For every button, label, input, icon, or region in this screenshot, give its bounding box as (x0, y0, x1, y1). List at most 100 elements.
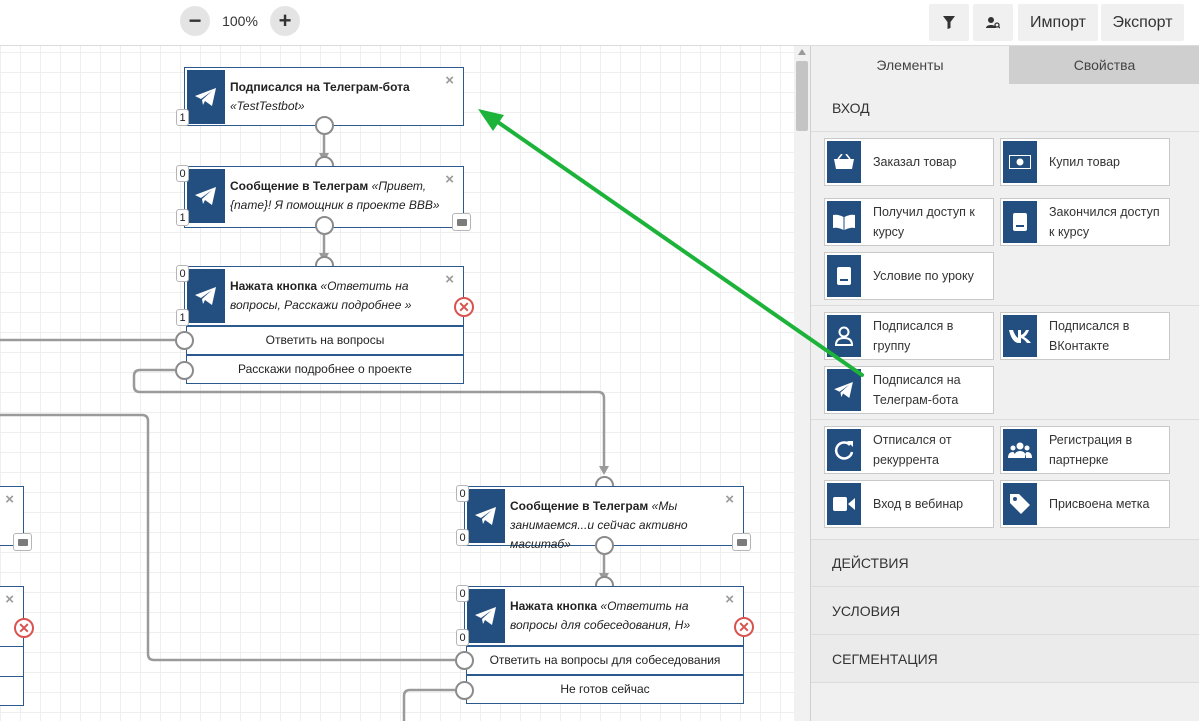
close-icon[interactable]: × (445, 72, 454, 89)
top-toolbar: − 100% + Импорт Экспорт (0, 0, 1199, 46)
telegram-icon (467, 589, 505, 643)
option-port[interactable] (455, 681, 474, 700)
users-icon (1003, 429, 1037, 471)
scroll-up-arrow[interactable] (798, 49, 806, 55)
message-icon[interactable] (452, 213, 471, 231)
telegram-icon (827, 369, 861, 411)
close-icon[interactable]: × (5, 491, 14, 508)
element-label: Присвоена метка (1049, 497, 1150, 511)
user-search-button[interactable] (973, 4, 1013, 41)
output-port[interactable] (595, 536, 614, 555)
option-port[interactable] (455, 651, 474, 670)
element-recurrent-unsubscribe[interactable]: Отписался от рекуррента (824, 426, 994, 474)
tab-elements[interactable]: Элементы (811, 46, 1009, 84)
section-conditions[interactable]: УСЛОВИЯ (811, 587, 1199, 635)
message-icon[interactable] (732, 533, 751, 551)
element-label: Отписался от рекуррента (873, 433, 952, 467)
element-label: Вход в вебинар (873, 497, 964, 511)
close-icon[interactable]: × (725, 591, 734, 608)
close-icon[interactable]: × (5, 591, 14, 608)
element-label: Подписался на Телеграм-бота (873, 373, 961, 407)
element-tag-assigned[interactable]: Присвоена метка (1000, 480, 1170, 528)
node-detail: «Ответить на вопросы, Расскажи подробнее… (230, 279, 412, 312)
flow-node-telegram-message[interactable]: Сообщение в Телеграм «Привет, {name}! Я … (184, 166, 464, 228)
element-course-access-ended[interactable]: Закончился доступ к курсу (1000, 198, 1170, 246)
option-port[interactable] (175, 331, 194, 350)
element-bought-product[interactable]: Купил товар (1000, 138, 1170, 186)
element-partner-registration[interactable]: Регистрация в партнерке (1000, 426, 1170, 474)
book-closed-icon (1003, 201, 1037, 243)
element-group-subscribe[interactable]: Подписался в группу (824, 312, 994, 360)
section-actions[interactable]: ДЕЙСТВИЯ (811, 539, 1199, 587)
flow-canvas[interactable]: Подписался на Телеграм-бота «TestTestbot»… (0, 46, 794, 721)
element-telegram-subscribe[interactable]: Подписался на Телеграм-бота (824, 366, 994, 414)
error-icon[interactable]: ✕ (14, 618, 34, 638)
filter-button[interactable] (929, 4, 969, 41)
element-lesson-condition[interactable]: Условие по уроку (824, 252, 994, 300)
close-icon[interactable]: × (725, 491, 734, 508)
node-input-count: 0 (456, 485, 469, 502)
node-input-count: 0 (176, 265, 189, 282)
connection-lines (0, 135, 609, 721)
minus-icon: − (188, 8, 202, 33)
telegram-icon (187, 169, 225, 223)
lesson-icon (827, 255, 861, 297)
scrollbar-thumb[interactable] (796, 61, 808, 131)
element-label: Заказал товар (873, 155, 957, 169)
zoom-in-button[interactable]: + (270, 6, 300, 36)
option-port[interactable] (175, 361, 194, 380)
element-label: Регистрация в партнерке (1049, 433, 1133, 467)
node-title: Нажата кнопка (230, 279, 318, 293)
node-input-count: 0 (456, 585, 469, 602)
element-course-access[interactable]: Получил доступ к курсу (824, 198, 994, 246)
close-icon[interactable]: × (445, 171, 454, 188)
flow-node-partial[interactable]: × (0, 486, 24, 546)
node-title: Подписался на Телеграм-бота (230, 80, 410, 94)
zoom-out-button[interactable]: − (180, 6, 210, 36)
element-webinar-entry[interactable]: Вход в вебинар (824, 480, 994, 528)
plus-icon: + (278, 8, 292, 33)
basket-icon (827, 141, 861, 183)
element-vk-subscribe[interactable]: Подписался в ВКонтакте (1000, 312, 1170, 360)
flow-node-button-pressed[interactable]: Нажата кнопка «Ответить на вопросы для с… (464, 586, 744, 646)
button-option[interactable]: Не готов сейчас (466, 675, 744, 704)
flow-node-button-pressed[interactable]: Нажата кнопка «Ответить на вопросы, Расс… (184, 266, 464, 326)
money-icon (1003, 141, 1037, 183)
filter-icon (943, 16, 955, 29)
node-output-count: 1 (176, 109, 189, 126)
canvas-scrollbar[interactable] (794, 46, 810, 721)
book-open-icon (827, 201, 861, 243)
node-output-count: 1 (176, 309, 189, 326)
user-icon (827, 315, 861, 357)
section-input[interactable]: ВХОД (811, 84, 1199, 132)
node-output-count: 1 (176, 209, 189, 226)
refresh-icon (827, 429, 861, 471)
tag-icon (1003, 483, 1037, 525)
element-label: Подписался в группу (873, 319, 954, 353)
node-detail: «TestTestbot» (230, 99, 305, 113)
message-icon[interactable] (13, 533, 32, 551)
tab-properties[interactable]: Свойства (1009, 46, 1199, 84)
import-button[interactable]: Импорт (1018, 4, 1098, 41)
vk-icon (1003, 315, 1037, 357)
element-ordered-product[interactable]: Заказал товар (824, 138, 994, 186)
error-icon[interactable]: ✕ (734, 617, 754, 637)
button-option[interactable]: Ответить на вопросы для собеседования (466, 646, 744, 675)
telegram-icon (187, 70, 225, 124)
node-detail: «Привет, {name}! Я помощник в проекте ВВ… (230, 179, 440, 212)
close-icon[interactable]: × (445, 271, 454, 288)
output-port[interactable] (315, 116, 334, 135)
zoom-level: 100% (222, 13, 258, 29)
export-button[interactable]: Экспорт (1101, 4, 1184, 41)
flow-node-telegram-message[interactable]: Сообщение в Телеграм «Мы занимаемся...и … (464, 486, 744, 551)
node-title: Сообщение в Телеграм (510, 499, 649, 513)
button-option[interactable]: Ответить на вопросы (186, 326, 464, 355)
output-port[interactable] (315, 216, 334, 235)
node-output-count: 0 (456, 529, 469, 546)
error-icon[interactable]: ✕ (454, 297, 474, 317)
section-segmentation[interactable]: СЕГМЕНТАЦИЯ (811, 635, 1199, 683)
flow-node-telegram-subscribe[interactable]: Подписался на Телеграм-бота «TestTestbot»… (184, 67, 464, 126)
button-option[interactable]: Расскажи подробнее о проекте (186, 355, 464, 384)
element-label: Купил товар (1049, 155, 1120, 169)
node-title: Нажата кнопка (510, 599, 598, 613)
